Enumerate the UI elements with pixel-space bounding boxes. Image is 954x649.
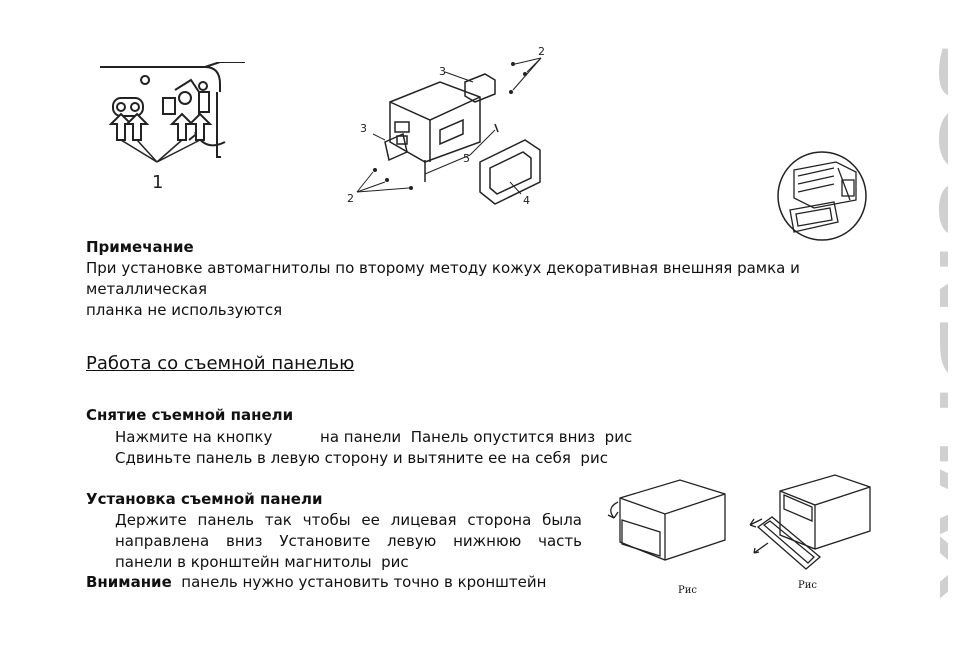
install-exploded-figure: 2 3 3 5 2 4	[347, 45, 545, 207]
brand-text: SOUNDMAX	[923, 42, 948, 600]
install-line-3: панели в кронштейн магнитолы рис	[115, 553, 409, 571]
figure-label-3-left: 3	[360, 122, 367, 135]
brand-logo: SOUNDMAX	[923, 42, 948, 600]
panel-screws-figure: 1	[100, 62, 245, 193]
warning-line: Внимание панель нужно установить точно в…	[86, 572, 546, 593]
figure-label-4: 4	[523, 194, 530, 207]
figure-caption-right: Рис	[798, 580, 817, 591]
warning-label: Внимание	[86, 573, 172, 591]
removal-line-1: Нажмите на кнопку на панели Панель опуст…	[115, 428, 633, 446]
note-line-2: металлическая	[86, 280, 208, 298]
note-heading: Примечание	[86, 238, 194, 256]
figure-label-5: 5	[463, 152, 470, 165]
panel-remove-figure	[607, 479, 726, 561]
removal-line-2: Сдвиньте панель в левую сторону и вытяни…	[115, 449, 608, 467]
warning-text: панель нужно установить точно в кронштей…	[171, 573, 547, 591]
install-line-1: Держите панель так чтобы ее лицевая стор…	[115, 511, 582, 529]
figure-label-2-top: 2	[538, 45, 545, 58]
section-title: Работа со съемной панелью	[86, 353, 355, 374]
note-line-3: планка не используются	[86, 301, 283, 319]
note-line-1: При установке автомагнитолы по второму м…	[86, 259, 800, 277]
figure-label-1: 1	[152, 172, 163, 193]
install-heading: Установка съемной панели	[86, 490, 323, 508]
figure-caption-left: Рис	[678, 585, 697, 596]
figure-label-2-bottom: 2	[347, 192, 354, 205]
removal-heading: Снятие съемной панели	[86, 406, 294, 424]
panel-install-figure	[749, 474, 871, 570]
install-line-2: направлена вниз Установите левую нижнюю …	[115, 532, 582, 550]
circular-inset-figure	[777, 151, 867, 241]
figure-label-3-top: 3	[439, 65, 446, 78]
